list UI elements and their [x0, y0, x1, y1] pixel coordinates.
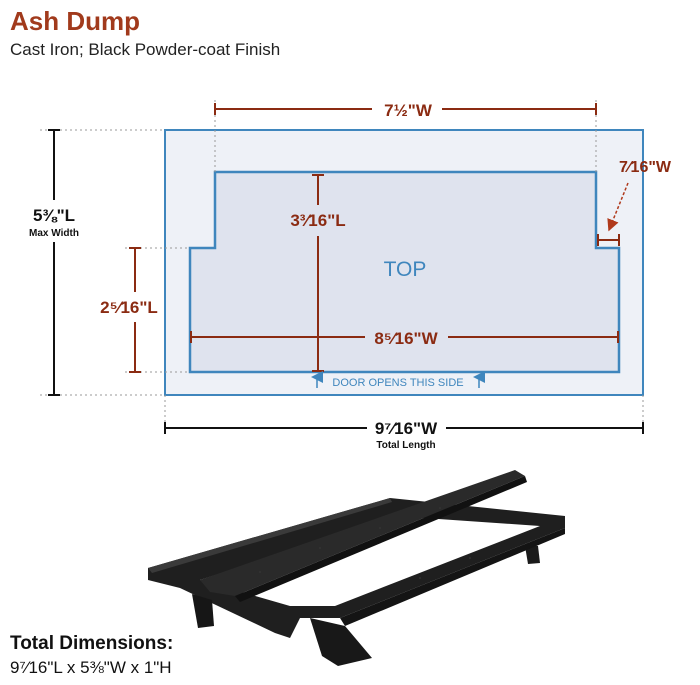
dim-outer-length-label: 5⅜"L: [33, 206, 75, 225]
ash-dump-product-image: [148, 470, 565, 666]
dim-total-width: [164, 422, 644, 434]
dim-total-width-label: 9⁷⁄16"W: [375, 419, 438, 438]
dim-side-offset-label: 7⁄16"W: [619, 159, 672, 176]
dim-lower-width: [190, 331, 619, 343]
side-offset-pointer: [607, 182, 629, 232]
dim-total-width-note: Total Length: [376, 440, 435, 450]
dim-top-width-label: 7½"W: [384, 101, 433, 120]
page-subtitle: Cast Iron; Black Powder-coat Finish: [10, 40, 281, 59]
page-title: Ash Dump: [10, 6, 140, 36]
dim-inner-length-label: 3³⁄16"L: [290, 211, 345, 230]
total-dimensions-value: 9⁷⁄16"L x 5⅜"W x 1"H: [10, 658, 172, 677]
dim-outer-length-note: Max Width: [29, 228, 79, 239]
dim-lower-length-label: 2⁵⁄16"L: [100, 298, 158, 317]
top-shape: [188, 170, 621, 374]
dim-lower-width-label: 8⁵⁄16"W: [374, 329, 438, 348]
dim-lower-length: [129, 247, 141, 373]
dim-outer-length: [48, 129, 60, 396]
total-dimensions-label: Total Dimensions:: [10, 633, 174, 654]
dim-top-width: [214, 103, 597, 115]
dimension-diagram: 7½"W 7⁄16"W 3³⁄16"L TOP 8⁵⁄16"W 5⅜"L Max…: [29, 100, 672, 450]
dim-side-offset: [597, 234, 620, 246]
top-label: TOP: [384, 258, 427, 281]
door-label: DOOR OPENS THIS SIDE: [332, 377, 463, 389]
